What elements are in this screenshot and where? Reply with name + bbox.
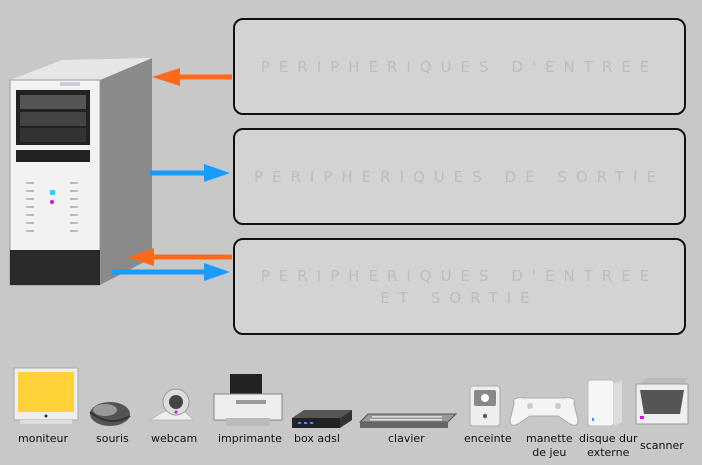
label-imprimante: imprimante: [218, 432, 282, 445]
label-box-adsl: box adsl: [294, 432, 340, 445]
output-devices-box: PERIPHERIQUES DE SORTIE: [233, 128, 686, 225]
output-devices-label: PERIPHERIQUES DE SORTIE: [253, 167, 666, 186]
io-devices-label-line2: ET SORTIE: [380, 288, 539, 307]
label-disque-line1: disque dur: [579, 432, 638, 445]
arrow-output: [150, 164, 230, 182]
input-devices-label: PERIPHERIQUES D'ENTREE: [260, 57, 659, 76]
scanner-icon: [635, 378, 689, 425]
label-scanner: scanner: [640, 439, 684, 452]
label-clavier: clavier: [388, 432, 425, 445]
label-moniteur: moniteur: [18, 432, 69, 445]
keyboard-icon: [358, 413, 458, 428]
external-drive-icon: [587, 379, 622, 427]
label-disque: disque dur externe: [579, 432, 637, 460]
arrow-input: [152, 68, 232, 86]
arrow-io-out: [112, 263, 230, 281]
gamepad-icon: [509, 397, 579, 426]
speaker-icon: [469, 385, 501, 427]
input-devices-box: PERIPHERIQUES D'ENTREE: [233, 18, 686, 115]
printer-icon: [213, 374, 283, 426]
label-manette-line2: de jeu: [532, 446, 567, 459]
arrow-io-in: [128, 248, 232, 266]
webcam-icon: [148, 388, 196, 421]
label-webcam: webcam: [151, 432, 198, 445]
label-enceinte: enceinte: [464, 432, 512, 445]
mouse-icon: [89, 402, 131, 426]
monitor-icon: [13, 367, 79, 424]
label-souris: souris: [96, 432, 129, 445]
router-icon: [292, 410, 352, 428]
io-devices-box: PERIPHERIQUES D'ENTREE ET SORTIE: [233, 238, 686, 335]
label-disque-line2: externe: [587, 446, 630, 459]
label-manette-line1: manette: [526, 432, 573, 445]
label-manette: manette de jeu: [526, 432, 573, 460]
io-devices-label-line1: PERIPHERIQUES D'ENTREE: [260, 266, 659, 285]
computer-tower-icon: [9, 58, 152, 286]
